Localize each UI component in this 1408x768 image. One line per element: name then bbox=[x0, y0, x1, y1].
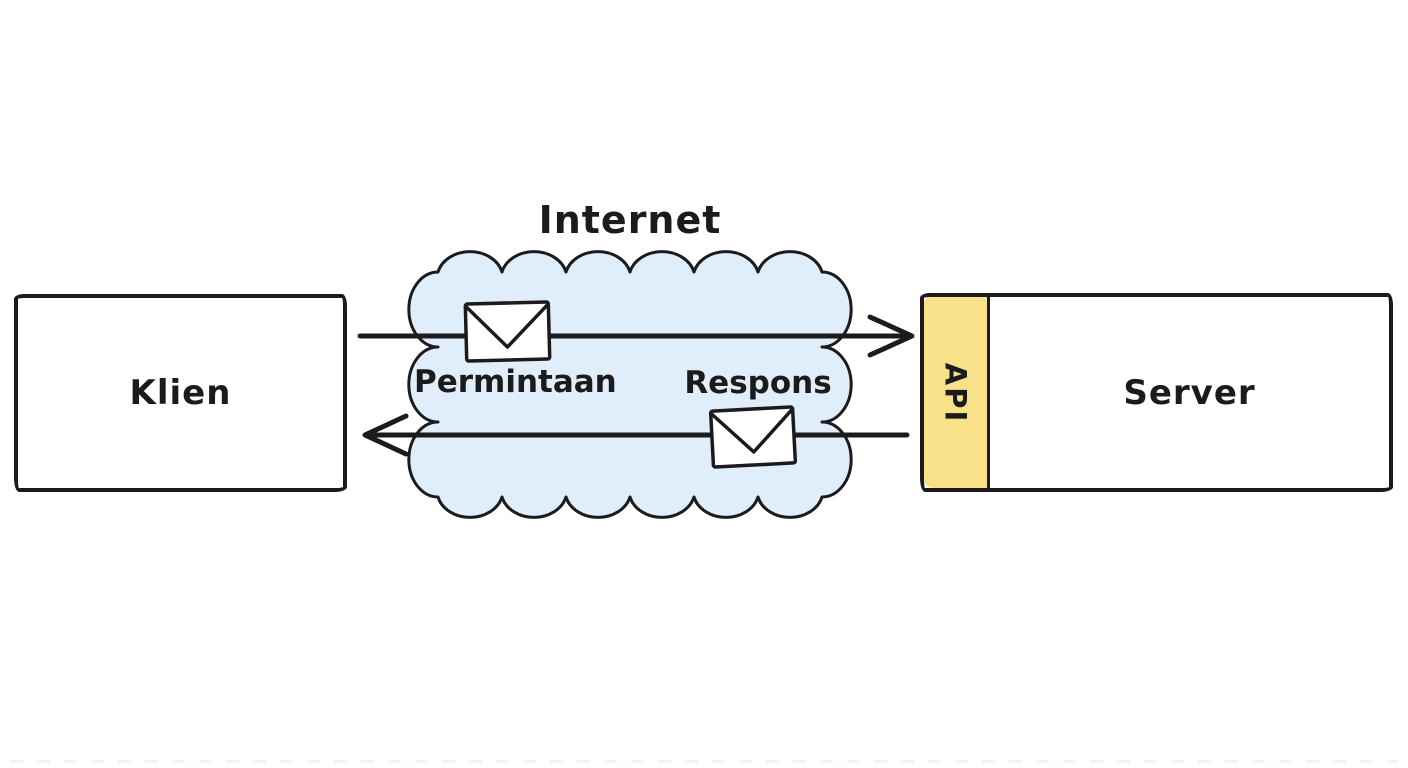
request-envelope-icon bbox=[463, 300, 552, 363]
request-arrow bbox=[357, 314, 915, 358]
response-arrow bbox=[362, 413, 910, 457]
request-label: Permintaan bbox=[414, 364, 617, 400]
internet-label: Internet bbox=[538, 198, 722, 242]
response-label: Respons bbox=[684, 365, 832, 401]
api-strip: API bbox=[924, 297, 990, 488]
scan-noise-line bbox=[10, 760, 1398, 763]
api-label: API bbox=[938, 362, 973, 423]
response-arrowhead bbox=[362, 413, 409, 457]
response-envelope-icon bbox=[708, 405, 798, 469]
request-arrowhead bbox=[867, 314, 915, 358]
server-label: Server bbox=[1123, 372, 1256, 413]
client-label: Klien bbox=[129, 373, 232, 413]
client-node: Klien bbox=[14, 294, 347, 492]
server-node: API Server bbox=[920, 293, 1393, 492]
